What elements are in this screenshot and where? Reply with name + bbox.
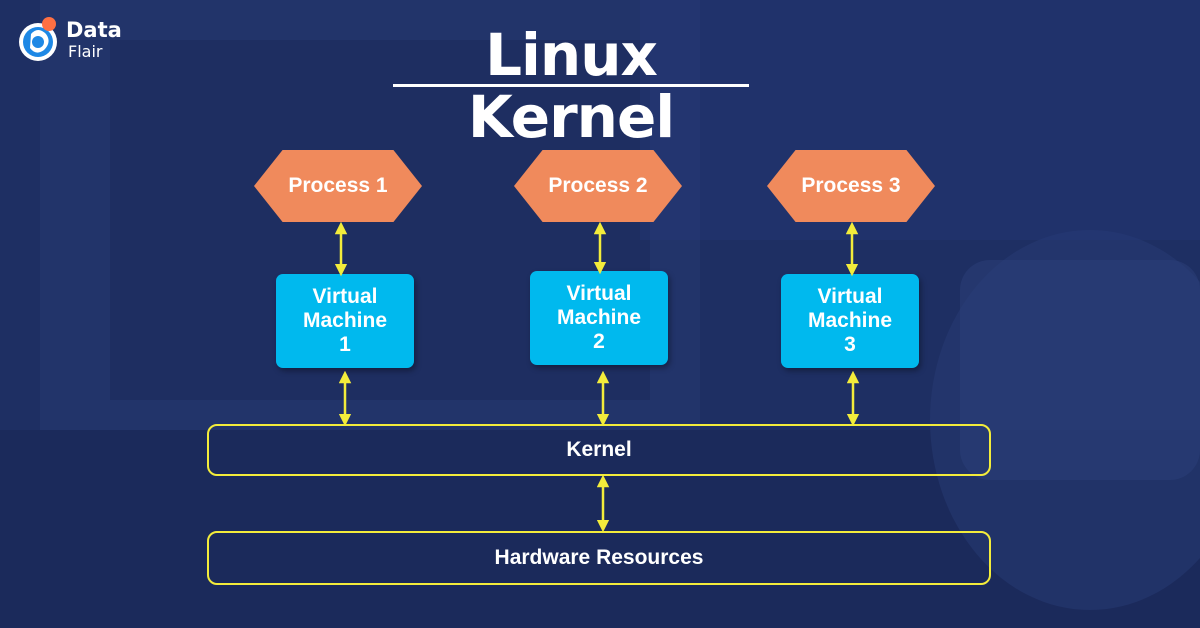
vm-2-line3: 2 — [593, 330, 605, 353]
logo-mark-icon — [19, 17, 57, 61]
page-title: Linux Kernel — [467, 21, 675, 151]
kernel-label: Kernel — [566, 438, 632, 461]
vm-1-line1: Virtual — [312, 285, 378, 308]
vm-3-line2: Machine — [807, 309, 893, 332]
hardware-resources-label: Hardware Resources — [494, 546, 704, 569]
virtual-machine-1-node: Virtual Machine 1 — [276, 274, 414, 368]
virtual-machine-3-node: Virtual Machine 3 — [781, 274, 919, 368]
vm-2-line2: Machine — [556, 306, 642, 329]
virtual-machine-2-node: Virtual Machine 2 — [530, 271, 668, 365]
process-3-node: Process 3 — [767, 150, 935, 222]
dataflair-logo[interactable]: Data Flair — [16, 14, 126, 70]
logo-text-line1: Data — [66, 18, 122, 42]
title-underline — [393, 84, 749, 87]
vm-2-line1: Virtual — [566, 282, 632, 305]
process-2-node: Process 2 — [514, 150, 682, 222]
vm-1-line3: 1 — [339, 333, 351, 356]
vm-3-line3: 3 — [844, 333, 856, 356]
process-3-label: Process 3 — [801, 174, 901, 197]
vm-1-line2: Machine — [302, 309, 388, 332]
vm-3-line1: Virtual — [817, 285, 883, 308]
process-2-label: Process 2 — [548, 174, 648, 197]
process-1-label: Process 1 — [288, 174, 388, 197]
logo-text-line2: Flair — [68, 42, 103, 61]
process-1-node: Process 1 — [254, 150, 422, 222]
